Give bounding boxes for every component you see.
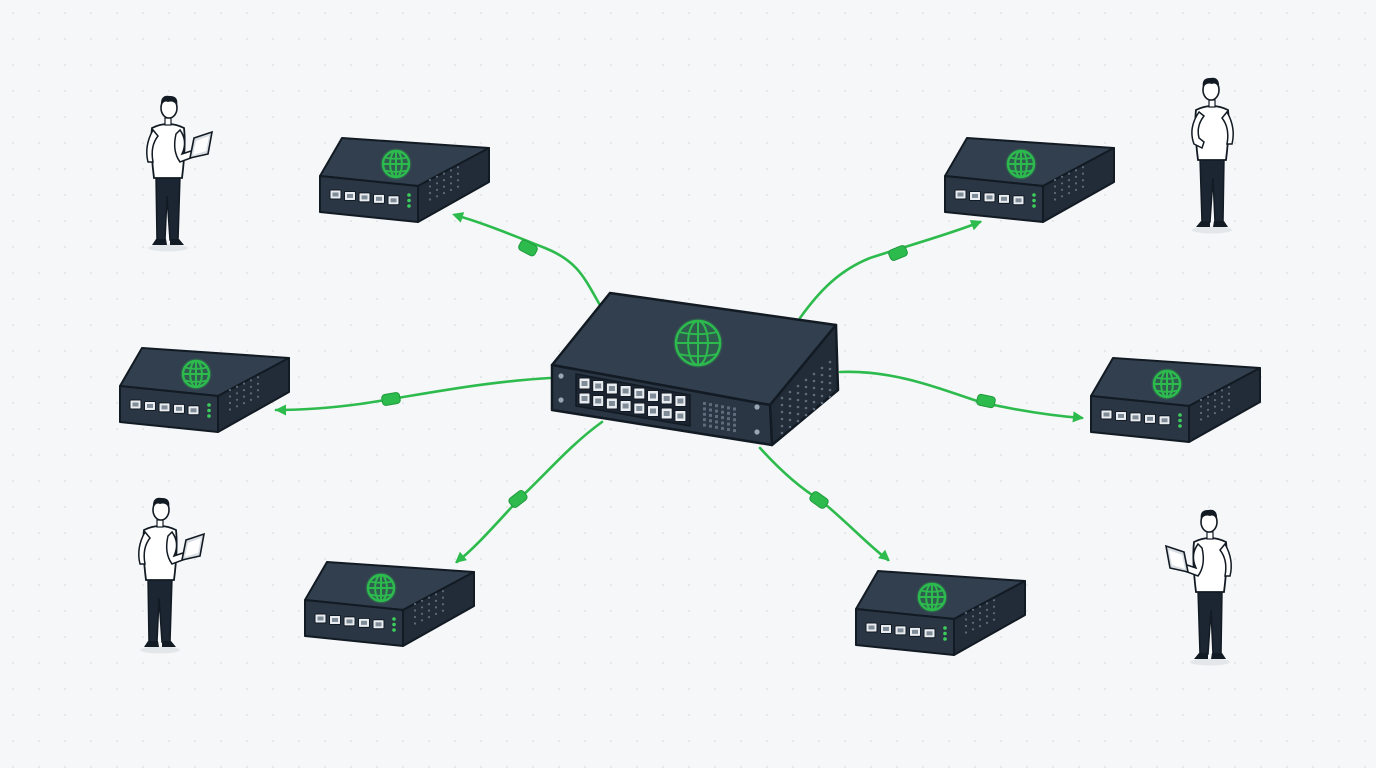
status-led <box>943 631 947 636</box>
switch-ports <box>575 373 691 427</box>
status-led <box>1032 193 1036 197</box>
device-layer <box>119 137 1261 656</box>
person-bottom-left <box>138 497 206 654</box>
central-network-switch <box>550 291 840 447</box>
device-bottom-left <box>304 561 475 647</box>
person-hair <box>1202 77 1220 88</box>
device-ports <box>314 613 385 630</box>
device-top-right <box>944 137 1115 223</box>
person-hair <box>1200 509 1218 520</box>
status-led <box>207 414 211 418</box>
status-led <box>1178 418 1182 423</box>
link-layer <box>274 212 1084 564</box>
link-line <box>456 214 606 314</box>
data-packet-icon <box>381 392 401 406</box>
person-hair <box>160 95 178 106</box>
link-to-device-bottom-left <box>455 420 604 564</box>
status-led <box>392 628 396 632</box>
status-led <box>207 403 211 407</box>
device-mid-right <box>1090 357 1261 443</box>
globe-icon <box>1005 148 1037 180</box>
link-to-device-bottom-right <box>758 446 890 562</box>
people-layer <box>138 77 1234 666</box>
status-led <box>1178 424 1182 428</box>
data-packet-icon <box>508 490 528 508</box>
globe-icon <box>380 148 412 180</box>
data-packet-icon <box>809 491 829 509</box>
arrow-head-icon <box>1072 411 1084 423</box>
status-led <box>1032 204 1036 208</box>
data-packet-icon <box>976 393 996 409</box>
globe-icon <box>1151 368 1183 400</box>
globe-icon <box>365 572 397 604</box>
link-line <box>274 376 552 412</box>
status-led <box>407 204 411 208</box>
status-led <box>407 193 411 197</box>
status-led <box>207 408 211 413</box>
arrow-head-icon <box>455 551 467 563</box>
arrow-head-icon <box>452 212 465 223</box>
person-top-left <box>146 95 214 252</box>
globe-icon <box>673 318 723 368</box>
link-to-device-top-left <box>452 212 606 314</box>
person-bottom-right <box>1164 509 1232 666</box>
device-ports <box>1100 409 1171 426</box>
status-led <box>943 626 947 630</box>
link-to-device-top-right <box>798 220 982 320</box>
arrow-head-icon <box>969 220 982 231</box>
data-packet-icon <box>888 245 908 261</box>
status-led <box>392 622 396 627</box>
status-led <box>943 637 947 641</box>
link-to-device-mid-right <box>838 370 1084 423</box>
status-led <box>1032 198 1036 203</box>
status-led <box>1178 413 1182 417</box>
device-top-left <box>319 137 490 223</box>
device-ports <box>329 189 400 206</box>
device-bottom-right <box>855 570 1026 656</box>
device-ports <box>954 189 1025 206</box>
data-packet-icon <box>518 239 538 257</box>
globe-icon <box>180 358 212 390</box>
arrow-head-icon <box>275 404 286 416</box>
device-ports <box>865 622 936 639</box>
arrow-head-icon <box>878 549 890 561</box>
device-mid-left <box>119 347 290 433</box>
status-led <box>392 617 396 621</box>
person-hair <box>152 497 170 508</box>
globe-icon <box>916 581 948 613</box>
link-line <box>798 220 982 320</box>
link-to-device-mid-left <box>274 376 552 416</box>
status-led <box>407 198 411 203</box>
device-ports <box>129 399 200 416</box>
person-top-right <box>1191 77 1234 234</box>
